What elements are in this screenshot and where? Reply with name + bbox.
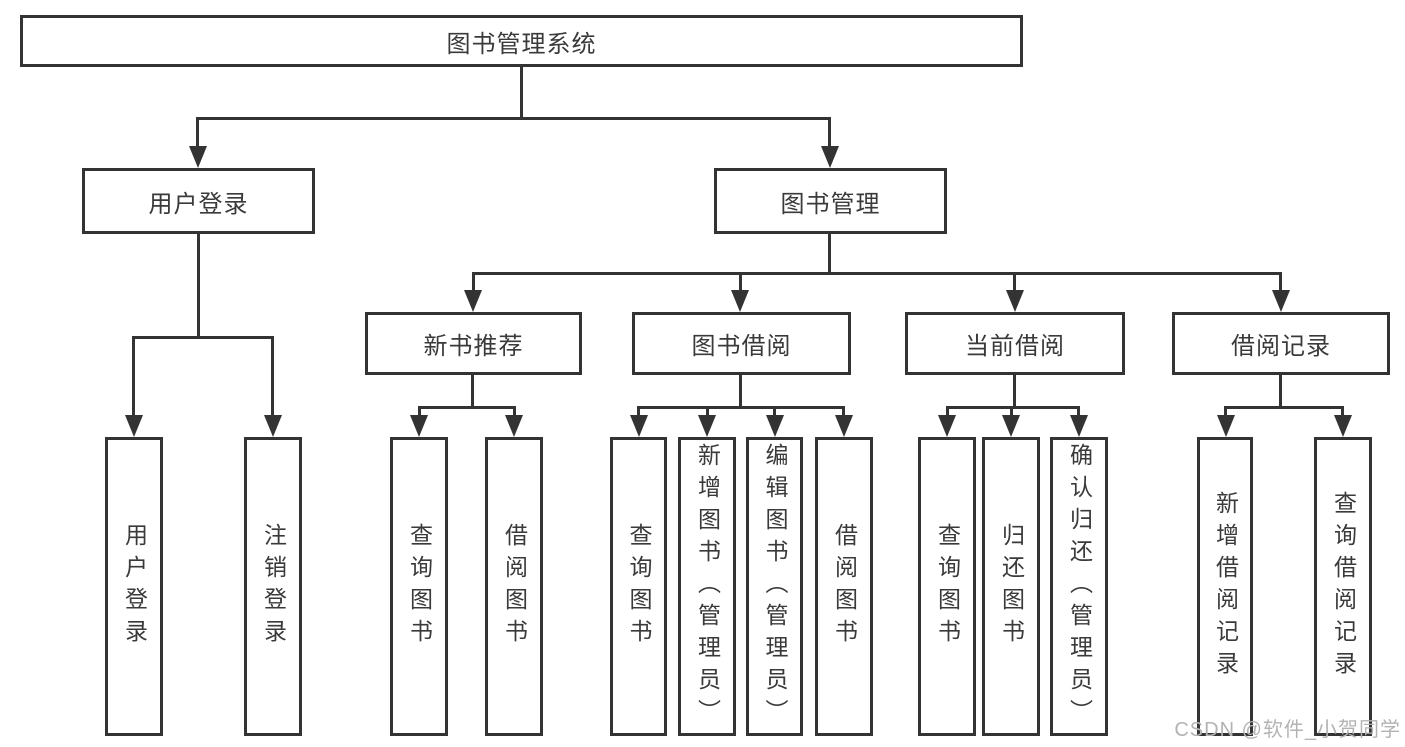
leaf-query-book: 查询图书 [610, 437, 667, 736]
arrowhead [835, 415, 853, 437]
node-label: 注销登录 [260, 522, 287, 651]
connector-stem [1013, 375, 1016, 408]
connector-stem [1077, 406, 1080, 420]
connector-stem [471, 375, 474, 408]
connector-stem [132, 336, 135, 420]
arrowhead [505, 415, 523, 437]
node-book-management: 图书管理 [714, 168, 947, 234]
arrowhead [125, 415, 143, 437]
node-label: 新增图书（管理员） [694, 442, 721, 731]
arrowhead [264, 415, 282, 437]
connector-stem [828, 234, 831, 275]
connector-stem [739, 272, 742, 294]
connector-bar [132, 336, 274, 339]
connector-stem [197, 234, 200, 339]
node-label: 用户登录 [121, 522, 148, 651]
connector-root-bar [197, 117, 831, 120]
connector-stem [706, 406, 709, 420]
node-label: 图书管理系统 [446, 30, 597, 58]
node-label: 图书借阅 [691, 333, 792, 360]
connector-stem [472, 272, 475, 294]
leaf-query-current-borrow: 查询图书 [918, 437, 976, 736]
connector-stem [739, 375, 742, 408]
arrowhead [630, 415, 648, 437]
node-label: 查询图书 [626, 522, 652, 651]
node-new-book-recommend: 新书推荐 [365, 312, 582, 375]
node-library-system: 图书管理系统 [20, 15, 1023, 67]
node-label: 用户登录 [148, 190, 249, 218]
leaf-logout: 注销登录 [244, 437, 302, 736]
leaf-add-book-admin: 新增图书（管理员） [678, 437, 736, 736]
connector-stem [1279, 375, 1282, 408]
node-label: 新书推荐 [423, 333, 524, 360]
node-label: 新增借阅记录 [1212, 490, 1239, 683]
leaf-return-book: 归还图书 [982, 437, 1040, 736]
connector-stem [418, 406, 421, 420]
node-label: 归还图书 [998, 522, 1025, 651]
connector-stem [773, 406, 776, 420]
node-label: 确认归还（管理员） [1066, 442, 1093, 731]
connector-stem [1279, 272, 1282, 294]
connector-bar [418, 406, 516, 409]
node-label: 借阅记录 [1231, 333, 1331, 360]
connector-stem [513, 406, 516, 420]
node-label: 当前借阅 [965, 333, 1065, 360]
node-label: 编辑图书（管理员） [762, 442, 788, 731]
arrowhead [1334, 415, 1352, 437]
watermark: CSDN @软件_小贺同学 [1174, 719, 1401, 741]
node-book-borrow: 图书借阅 [632, 312, 851, 375]
node-label: 查询图书 [406, 522, 433, 651]
leaf-edit-book-admin: 编辑图书（管理员） [746, 437, 803, 736]
leaf-borrow-book: 借阅图书 [815, 437, 873, 736]
arrowhead [1217, 415, 1235, 437]
node-label: 借阅图书 [501, 522, 528, 651]
node-label: 借阅图书 [831, 522, 858, 651]
arrowhead [1002, 415, 1020, 437]
connector-stem [946, 406, 949, 420]
leaf-confirm-return-admin: 确认归还（管理员） [1050, 437, 1108, 736]
arrowhead [1070, 415, 1088, 437]
arrowhead [1006, 290, 1024, 312]
connector-stem [271, 336, 274, 420]
leaf-query-book-recommend: 查询图书 [390, 437, 448, 736]
arrowhead [731, 290, 749, 312]
arrowhead [821, 146, 839, 168]
node-current-borrow: 当前借阅 [905, 312, 1125, 375]
connector-bar [637, 406, 845, 409]
node-label: 查询借阅记录 [1330, 490, 1357, 683]
arrowhead [464, 290, 482, 312]
connector-bar [946, 406, 1080, 409]
connector-root-stem [520, 67, 523, 118]
connector-stem [842, 406, 845, 420]
connector-stem [1341, 406, 1344, 420]
connector-stem [637, 406, 640, 420]
node-user-login: 用户登录 [82, 168, 315, 234]
connector-bar [1224, 406, 1344, 409]
leaf-add-borrow-record: 新增借阅记录 [1197, 437, 1253, 736]
connector-stem [1010, 406, 1013, 420]
node-label: 查询图书 [934, 522, 961, 651]
arrowhead [410, 415, 428, 437]
leaf-user-login: 用户登录 [105, 437, 163, 736]
connector-bar [472, 272, 1282, 275]
arrowhead [189, 146, 207, 168]
arrowhead [1272, 290, 1290, 312]
node-label: 图书管理 [780, 190, 881, 218]
connector-stem [1224, 406, 1227, 420]
leaf-query-borrow-record: 查询借阅记录 [1314, 437, 1372, 736]
connector-stem [196, 117, 199, 150]
connector-stem [828, 117, 831, 150]
arrowhead [938, 415, 956, 437]
arrowhead [766, 415, 784, 437]
connector-stem [1013, 272, 1016, 294]
leaf-borrow-book-recommend: 借阅图书 [485, 437, 543, 736]
node-borrow-record: 借阅记录 [1172, 312, 1390, 375]
arrowhead [698, 415, 716, 437]
